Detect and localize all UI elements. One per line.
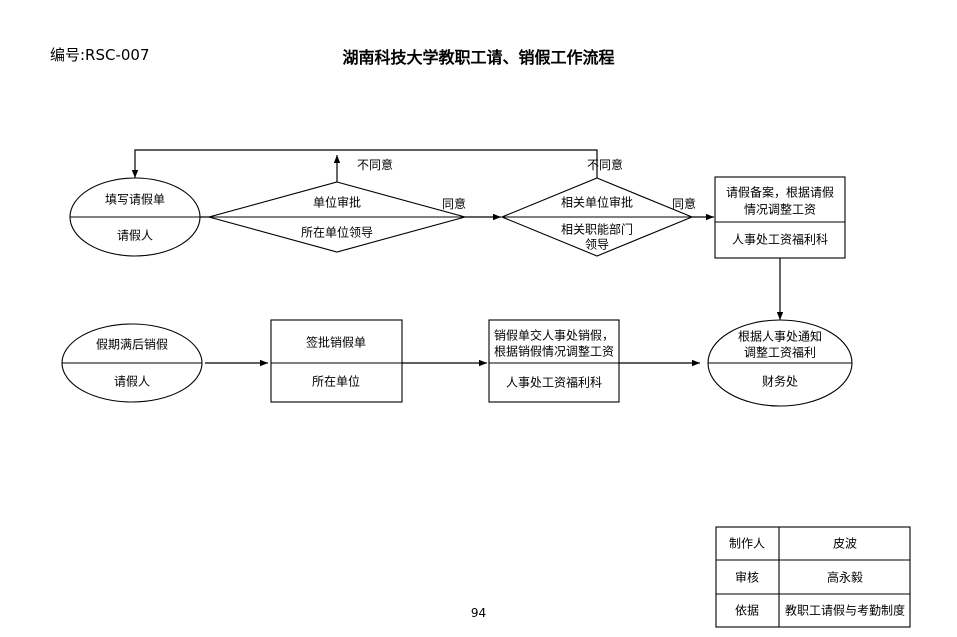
node-apply-form-actor: 请假人 <box>117 229 153 243</box>
node-submit-return-form-actor: 人事处工资福利科 <box>506 375 602 390</box>
page-title: 湖南科技大学教职工请、销假工作流程 <box>342 48 615 67</box>
node-apply-form-action: 填写请假单 <box>105 193 165 207</box>
signoff-row-label-0: 制作人 <box>729 537 765 551</box>
connector-related-reject-loop <box>131 149 598 182</box>
signoff-row-value-1: 高永毅 <box>827 570 863 585</box>
page-number: 94 <box>470 606 487 620</box>
node-sign-return-form-actor: 所在单位 <box>312 374 360 389</box>
node-submit-return-form-action-line1: 销假单交人事处销假， <box>494 328 614 343</box>
node-adjust-salary-actor: 财务处 <box>762 374 798 389</box>
document-code: 编号:RSC-007 <box>50 46 150 64</box>
node-submit-return-form[interactable] <box>488 319 620 403</box>
node-related-unit-approval-actor-line2: 领导 <box>585 238 609 252</box>
signoff-table-border <box>715 526 911 628</box>
node-unit-approval-action: 单位审批 <box>313 195 361 210</box>
signoff-row-label-1: 审核 <box>735 570 759 585</box>
node-unit-approval-actor: 所在单位领导 <box>301 225 373 240</box>
node-adjust-salary-action-line2: 调整工资福利 <box>744 345 816 360</box>
node-leave-record-actor: 人事处工资福利科 <box>732 232 828 247</box>
signoff-table: 制作人 皮波 审核 高永毅 依据 教职工请假与考勤制度 <box>715 526 911 628</box>
node-adjust-salary-action-line1: 根据人事处通知 <box>738 330 822 344</box>
signoff-row-value-0: 皮波 <box>833 537 857 551</box>
edge-label-agree-1: 同意 <box>442 196 466 211</box>
node-return-from-leave-actor: 请假人 <box>114 375 150 389</box>
node-sign-return-form[interactable] <box>270 319 403 403</box>
signoff-row-label-2: 依据 <box>735 603 759 618</box>
node-leave-record[interactable] <box>714 176 846 259</box>
node-leave-record-action-line2: 情况调整工资 <box>744 202 816 217</box>
edge-label-reject-2: 不同意 <box>587 157 623 172</box>
node-leave-record-action-line1: 请假备案，根据请假 <box>726 185 834 200</box>
node-related-unit-approval-actor-line1: 相关职能部门 <box>561 222 633 237</box>
node-related-unit-approval-action: 相关单位审批 <box>561 195 633 210</box>
edge-label-agree-2: 同意 <box>672 196 696 211</box>
edge-label-reject-1: 不同意 <box>357 157 393 172</box>
signoff-row-value-2: 教职工请假与考勤制度 <box>785 603 905 618</box>
node-return-from-leave-action: 假期满后销假 <box>96 338 168 352</box>
node-sign-return-form-action: 签批销假单 <box>306 335 366 350</box>
node-submit-return-form-action-line2: 根据销假情况调整工资 <box>494 344 614 359</box>
